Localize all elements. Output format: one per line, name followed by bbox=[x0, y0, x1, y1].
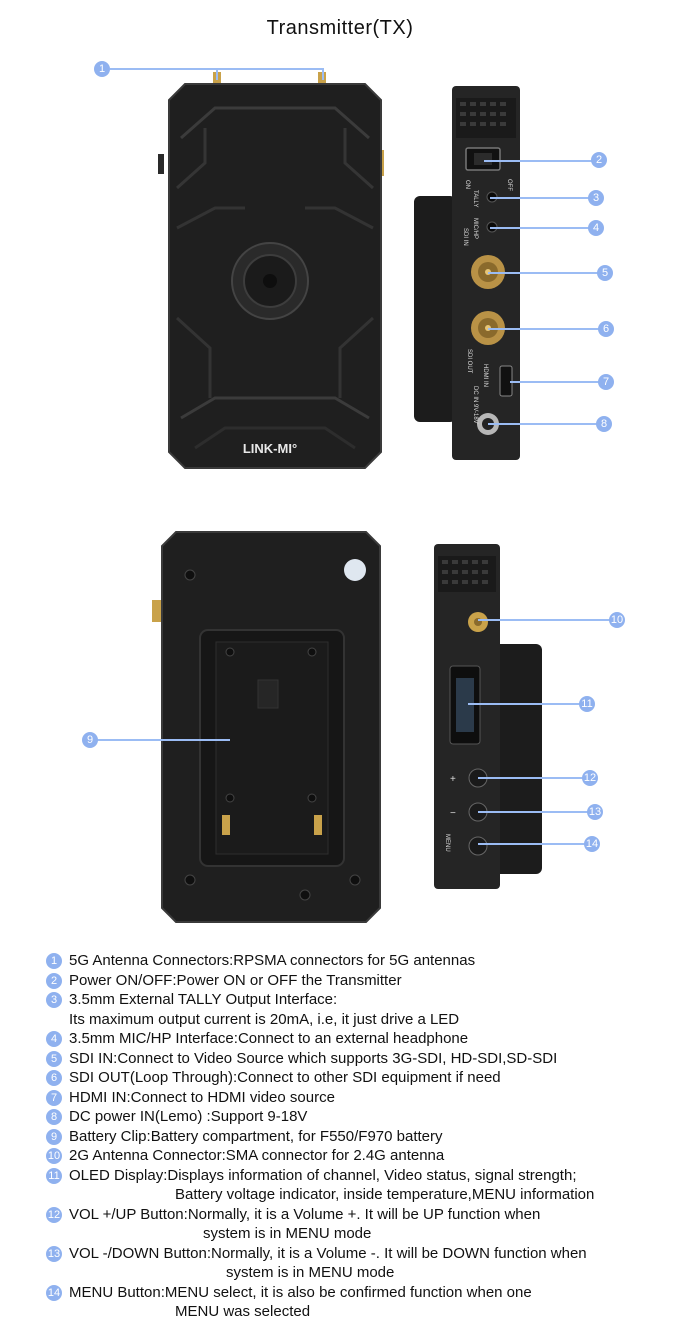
callout-line-9 bbox=[90, 739, 230, 741]
legend-text-continued: MENU was selected bbox=[175, 1303, 311, 1320]
plus-label: + bbox=[450, 774, 456, 785]
callout-line-5 bbox=[488, 272, 604, 274]
brand-logo: LINK-MI° bbox=[243, 441, 297, 456]
legend-number: 11 bbox=[46, 1167, 62, 1184]
hdmi-in-label: HDMI IN bbox=[482, 364, 488, 387]
legend-text-continued: Its maximum output current is 20mA, i.e,… bbox=[69, 1010, 460, 1028]
legend-number: 12 bbox=[46, 1206, 62, 1223]
callout-marker-3: 3 bbox=[588, 190, 604, 206]
callout-line-1a bbox=[216, 68, 218, 80]
callout-line-10 bbox=[478, 619, 618, 621]
legend-text: SDI IN:Connect to Video Source which sup… bbox=[69, 1049, 558, 1067]
callout-marker-9: 9 bbox=[82, 732, 98, 748]
callout-marker-13: 13 bbox=[587, 804, 603, 820]
mic-hp-label: MIC/HP bbox=[472, 218, 478, 239]
legend-text: 3.5mm MIC/HP Interface:Connect to an ext… bbox=[69, 1030, 469, 1047]
legend-item-14: 14 MENU Button:MENU select, it is also be… bbox=[46, 1283, 666, 1322]
legend-item-13: 13 VOL -/DOWN Button:Normally, it is a Vo… bbox=[46, 1244, 666, 1283]
legend-text-continued: system is in MENU mode bbox=[203, 1225, 372, 1242]
callout-line-13 bbox=[478, 811, 594, 813]
transmitter-side-view-ports: OFF ON TALLY MIC/HP SDI IN SDI OUT HDMI … bbox=[414, 86, 520, 460]
transmitter-side-view-controls: + − MENU bbox=[434, 544, 542, 889]
page-title: Transmitter(TX) bbox=[266, 17, 414, 39]
transmitter-front-view: LINK-MI° bbox=[158, 72, 384, 469]
legend-item-7: 7 HDMI IN:Connect to HDMI video source bbox=[46, 1088, 666, 1108]
on-label: ON bbox=[464, 180, 470, 189]
legend-item-3: 3 3.5mm External TALLY Output Interface: I… bbox=[46, 990, 666, 1029]
callout-marker-2: 2 bbox=[591, 152, 607, 168]
legend-text: 5G Antenna Connectors:RPSMA connectors f… bbox=[69, 952, 476, 969]
callout-marker-12: 12 bbox=[582, 770, 598, 786]
legend-number: 13 bbox=[46, 1245, 62, 1262]
menu-label: MENU bbox=[444, 834, 450, 852]
sdi-out-label: SDI OUT bbox=[466, 349, 472, 374]
callout-marker-7: 7 bbox=[598, 374, 614, 390]
legend-number: 14 bbox=[46, 1284, 62, 1301]
dc-in-label: DC IN 9V-18V bbox=[472, 386, 478, 424]
legend-text: 2G Antenna Connector:SMA connector for 2… bbox=[69, 1147, 445, 1164]
legend-item-2: 2 Power ON/OFF:Power ON or OFF the Transm… bbox=[46, 971, 666, 991]
callout-marker-10: 10 bbox=[609, 612, 625, 628]
legend-number: 8 bbox=[46, 1109, 62, 1125]
legend-text: OLED Display:Displays information of cha… bbox=[69, 1166, 577, 1184]
callout-line-11 bbox=[468, 703, 586, 705]
sdi-in-label: SDI IN bbox=[462, 228, 468, 246]
callout-line-7 bbox=[510, 381, 604, 383]
legend-text: Battery Clip:Battery compartment, for F5… bbox=[69, 1127, 443, 1145]
callout-marker-1: 1 bbox=[94, 61, 110, 77]
legend-text: HDMI IN:Connect to HDMI video source bbox=[69, 1088, 335, 1106]
tally-label: TALLY bbox=[472, 190, 478, 207]
legend-item-4: 4 3.5mm MIC/HP Interface:Connect to an ex… bbox=[46, 1029, 666, 1049]
legend-item-10: 10 2G Antenna Connector:SMA connector for… bbox=[46, 1146, 666, 1166]
off-label: OFF bbox=[506, 179, 512, 191]
legend-number: 2 bbox=[46, 972, 62, 989]
legend-item-9: 9 Battery Clip:Battery compartment, for F… bbox=[46, 1127, 666, 1147]
legend-text: VOL -/DOWN Button:Normally, it is a Volu… bbox=[69, 1244, 587, 1262]
legend-number: 4 bbox=[46, 1031, 62, 1047]
callout-marker-11: 11 bbox=[579, 696, 595, 712]
legend-text: VOL +/UP Button:Normally, it is a Volume… bbox=[69, 1205, 541, 1223]
legend-item-6: 6 SDI OUT(Loop Through):Connect to other … bbox=[46, 1068, 666, 1088]
callout-line-3 bbox=[490, 197, 594, 199]
legend-text: MENU Button:MENU select, it is also be c… bbox=[69, 1283, 532, 1301]
callout-line-8 bbox=[488, 423, 604, 425]
legend-text: Power ON/OFF:Power ON or OFF the Transmi… bbox=[69, 971, 402, 989]
callout-line-2 bbox=[484, 160, 594, 162]
callout-line-4 bbox=[490, 227, 594, 229]
legend-number: 3 bbox=[46, 992, 62, 1008]
legend-text-continued: system is in MENU mode bbox=[226, 1264, 395, 1281]
legend-item-5: 5 SDI IN:Connect to Video Source which su… bbox=[46, 1049, 666, 1069]
legend-number: 6 bbox=[46, 1070, 62, 1086]
legend-number: 1 bbox=[46, 953, 62, 969]
legend-item-8: 8 DC power IN(Lemo) :Support 9-18V bbox=[46, 1107, 666, 1127]
callout-line-1b bbox=[322, 68, 324, 80]
legend-item-11: 11 OLED Display:Displays information of c… bbox=[46, 1166, 666, 1205]
callout-marker-6: 6 bbox=[598, 321, 614, 337]
legend-text-continued: Battery voltage indicator, inside temper… bbox=[175, 1186, 595, 1203]
transmitter-back-view bbox=[152, 531, 381, 923]
callout-marker-4: 4 bbox=[588, 220, 604, 236]
feature-legend: 1 5G Antenna Connectors:RPSMA connectors … bbox=[46, 951, 666, 1322]
callout-marker-8: 8 bbox=[596, 416, 612, 432]
callout-line-12 bbox=[478, 777, 590, 779]
callout-line-6 bbox=[488, 328, 604, 330]
callout-line-14 bbox=[478, 843, 592, 845]
legend-number: 10 bbox=[46, 1148, 62, 1164]
callout-marker-5: 5 bbox=[597, 265, 613, 281]
legend-item-1: 1 5G Antenna Connectors:RPSMA connectors … bbox=[46, 951, 666, 971]
legend-text: DC power IN(Lemo) :Support 9-18V bbox=[69, 1108, 308, 1125]
legend-number: 9 bbox=[46, 1128, 62, 1145]
callout-marker-14: 14 bbox=[584, 836, 600, 852]
legend-text: 3.5mm External TALLY Output Interface: bbox=[69, 991, 338, 1008]
minus-label: − bbox=[450, 808, 456, 819]
legend-text: SDI OUT(Loop Through):Connect to other S… bbox=[69, 1069, 501, 1086]
legend-number: 7 bbox=[46, 1089, 62, 1106]
legend-item-12: 12 VOL +/UP Button:Normally, it is a Volu… bbox=[46, 1205, 666, 1244]
legend-number: 5 bbox=[46, 1050, 62, 1067]
